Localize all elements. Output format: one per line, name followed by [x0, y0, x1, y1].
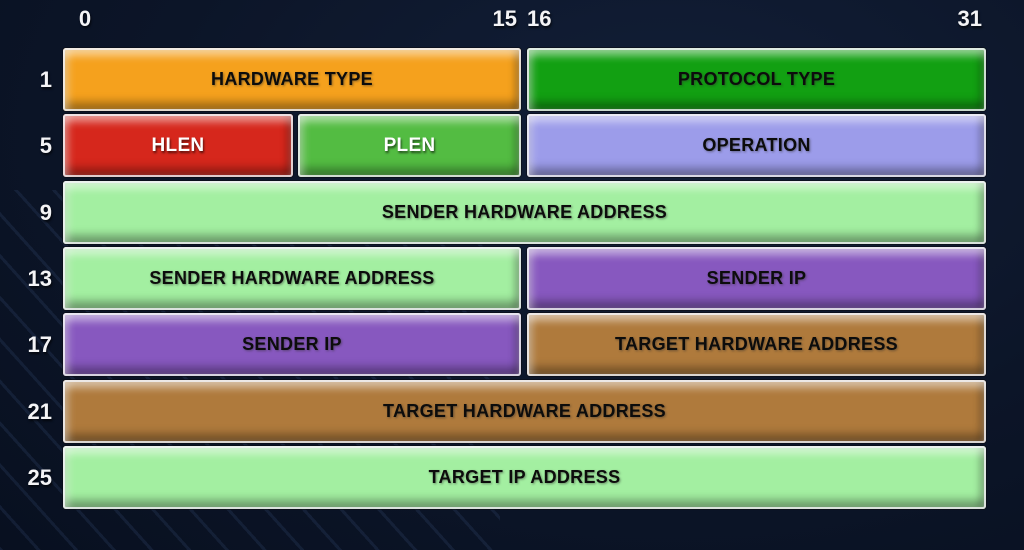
byte-offset-label-17: 17	[27, 332, 52, 357]
bit-ruler-label-31: 31	[957, 6, 982, 31]
bit-ruler-label-15: 15	[492, 6, 517, 31]
field-target-hardware-address-2: TARGET HARDWARE ADDRESS	[63, 380, 986, 443]
field-hlen: HLEN	[63, 114, 293, 177]
byte-offset-label-5: 5	[39, 133, 52, 158]
field-operation: OPERATION	[527, 114, 986, 177]
field-sender-ip-2: SENDER IP	[63, 313, 521, 376]
bit-ruler-label-16: 16	[527, 6, 552, 31]
field-target-ip-address: TARGET IP ADDRESS	[63, 446, 986, 509]
field-protocol-type: PROTOCOL TYPE	[527, 48, 986, 111]
byte-offset-label-9: 9	[39, 200, 52, 225]
field-sender-ip-1: SENDER IP	[527, 247, 986, 310]
field-sender-hardware-address-1: SENDER HARDWARE ADDRESS	[63, 181, 986, 244]
field-sender-hardware-address-2: SENDER HARDWARE ADDRESS	[63, 247, 521, 310]
byte-offset-label-13: 13	[27, 266, 52, 291]
byte-offset-label-1: 1	[39, 67, 52, 92]
field-hardware-type: HARDWARE TYPE	[63, 48, 521, 111]
byte-offset-label-25: 25	[27, 465, 52, 490]
bit-ruler-label-0: 0	[78, 6, 92, 31]
byte-offset-label-21: 21	[27, 399, 52, 424]
field-plen: PLEN	[298, 114, 521, 177]
field-target-hardware-address-1: TARGET HARDWARE ADDRESS	[527, 313, 986, 376]
